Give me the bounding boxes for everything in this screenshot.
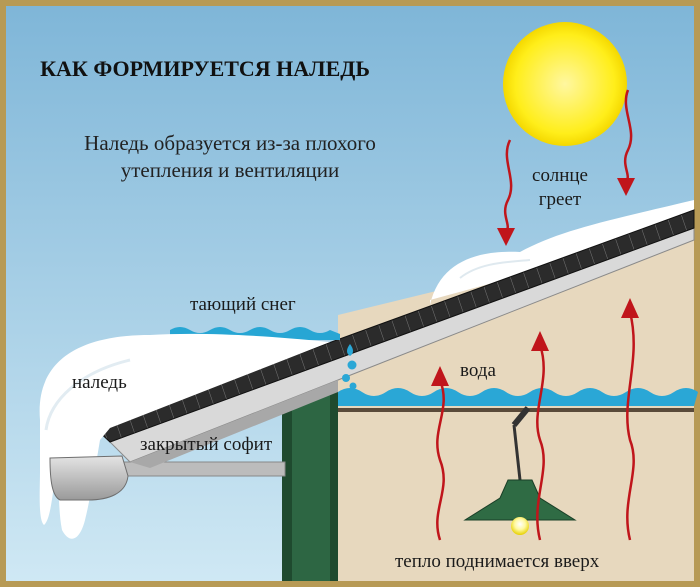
attic-floor-line bbox=[338, 408, 694, 412]
gutter bbox=[49, 455, 129, 501]
water-drop bbox=[349, 382, 357, 390]
water-drop bbox=[347, 344, 353, 356]
label-melting-snow: тающий снег bbox=[190, 294, 296, 315]
water-layer bbox=[338, 388, 698, 406]
sun-heat-arrows bbox=[503, 89, 633, 233]
lamp-bulb bbox=[511, 517, 529, 535]
heat-arrows bbox=[436, 311, 635, 541]
label-soffit: закрытый софит bbox=[140, 434, 273, 455]
heat-arrow-head bbox=[431, 366, 449, 386]
wall-panel bbox=[292, 390, 330, 581]
ice-shadow bbox=[44, 358, 131, 431]
heat-arrow-head bbox=[621, 298, 639, 318]
lamp-cord bbox=[512, 424, 522, 481]
heat-arrow-head bbox=[531, 331, 549, 351]
water-drop bbox=[342, 374, 350, 382]
label-sun: солнце греет bbox=[532, 165, 588, 210]
attic-lamp-icon bbox=[463, 406, 577, 535]
heat-arrow bbox=[536, 344, 545, 541]
snow-upper bbox=[430, 200, 694, 305]
label-ice: наледь bbox=[72, 372, 127, 393]
ice-dam bbox=[39, 333, 330, 539]
heat-arrow bbox=[436, 379, 445, 541]
label-heat: тепло поднимается вверх bbox=[395, 551, 600, 572]
heat-arrow bbox=[626, 311, 635, 541]
sun-arrow bbox=[623, 89, 633, 183]
sun-icon bbox=[503, 22, 627, 146]
water-drop bbox=[347, 360, 357, 370]
lamp-bracket bbox=[511, 406, 531, 427]
sun-arrow-head bbox=[617, 178, 635, 196]
water-drops bbox=[342, 344, 357, 390]
diagram-subtitle: Наледь образуется из-за плохого утеплени… bbox=[84, 131, 376, 182]
lamp-shade bbox=[463, 479, 577, 521]
diagram-title: КАК ФОРМИРУЕТСЯ НАЛЕДЬ bbox=[40, 56, 370, 81]
roof-shingles bbox=[94, 209, 695, 443]
snow-shadow bbox=[459, 259, 531, 279]
label-water: вода bbox=[460, 360, 496, 381]
sun-arrow-head bbox=[497, 228, 515, 246]
fascia bbox=[130, 380, 338, 468]
sun-arrow bbox=[503, 139, 513, 233]
